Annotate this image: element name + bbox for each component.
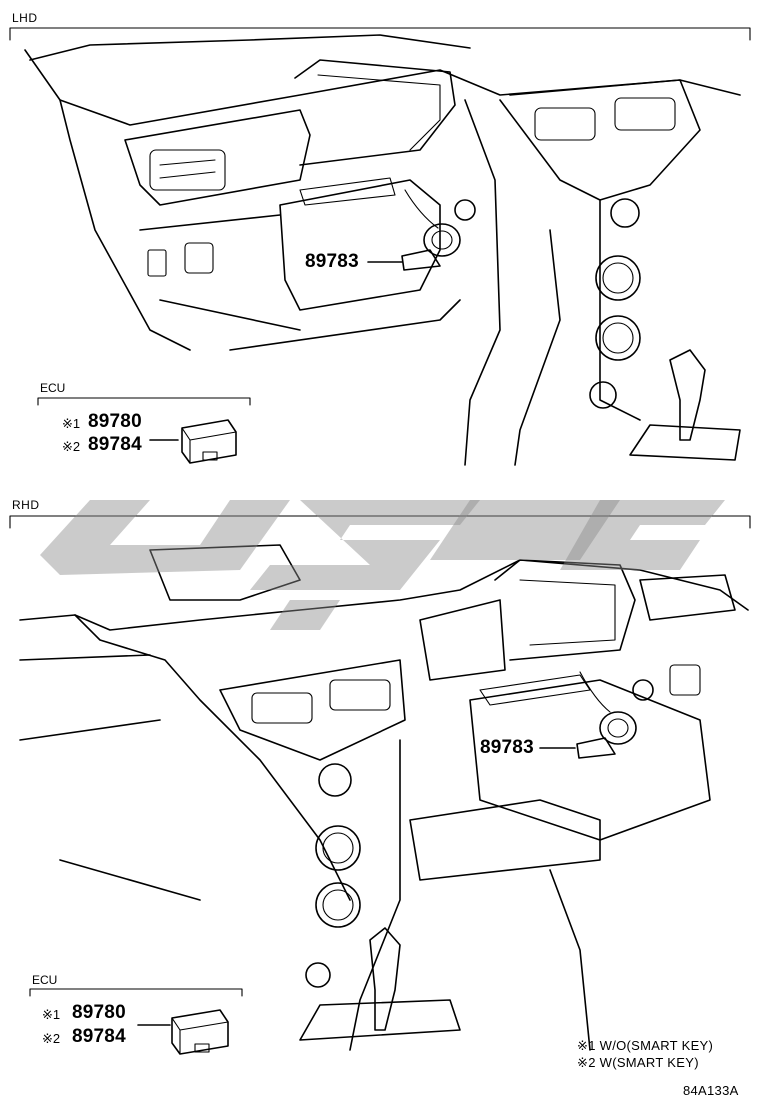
rhd-section-label: RHD: [12, 498, 40, 512]
immobiliser-coil-icon: [576, 711, 637, 759]
lhd-ecu-part-89784: 89784: [88, 434, 142, 455]
rhd-ecu-part-89780: 89780: [72, 1002, 126, 1023]
rhd-ecu-part-89784: 89784: [72, 1026, 126, 1047]
lhd-ecu-mark-2: ※2: [62, 439, 81, 454]
lhd-ecu-label: ECU: [40, 381, 66, 395]
lhd-frame: [9, 27, 751, 41]
ecu-module-icon: [171, 1009, 229, 1055]
lhd-ecu-part-89780: 89780: [88, 411, 142, 432]
illustration-code: 84A133A: [683, 1083, 739, 1098]
lhd-callout-89783: 89783: [305, 251, 359, 272]
rhd-ecu-mark-1: ※1: [42, 1007, 61, 1022]
lhd-ecu-box: [37, 397, 251, 441]
note-1: ※1 W/O(SMART KEY): [577, 1038, 714, 1053]
rhd-ecu-box: [29, 988, 243, 1026]
watermark: [40, 500, 725, 630]
rhd-ecu-label: ECU: [32, 973, 58, 987]
rhd-dashboard-illustration: [19, 544, 749, 1051]
immobiliser-coil-icon: [401, 223, 461, 271]
ecu-module-icon: [181, 419, 237, 464]
rhd-frame: [9, 515, 751, 529]
lhd-ecu-mark-1: ※1: [62, 416, 81, 431]
rhd-ecu-mark-2: ※2: [42, 1031, 61, 1046]
note-2: ※2 W(SMART KEY): [577, 1055, 699, 1070]
lhd-section-label: LHD: [12, 11, 38, 25]
lhd-dashboard-illustration: [24, 34, 741, 466]
rhd-callout-89783: 89783: [480, 737, 534, 758]
